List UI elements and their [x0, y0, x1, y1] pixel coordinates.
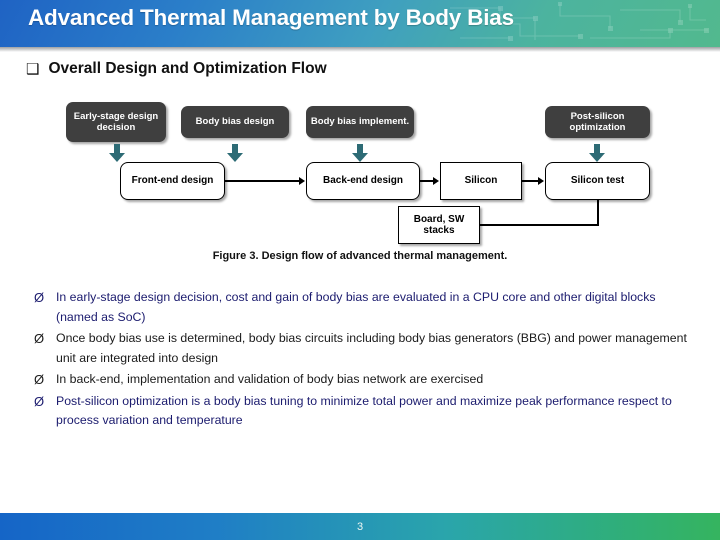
page-title: Advanced Thermal Management by Body Bias	[28, 5, 514, 30]
arrow-bullet-icon: Ø	[34, 372, 45, 387]
square-bullet-icon: ❑	[26, 60, 40, 78]
banner-shadow	[0, 47, 720, 52]
page-number: 3	[356, 520, 364, 533]
list-item: Ø Once body bias use is determined, body…	[34, 329, 689, 368]
arrow-bullet-icon: Ø	[34, 331, 45, 346]
flow-box-back-end-design[interactable]: Back-end design	[306, 162, 420, 200]
down-arrow-icon-body-bias-design	[227, 144, 243, 162]
connector-board-horizontal	[480, 224, 599, 226]
figure-caption: Figure 3. Design flow of advanced therma…	[212, 250, 508, 262]
down-arrow-icon-post-silicon	[589, 144, 605, 162]
flow-box-board-sw-stacks[interactable]: Board, SW stacks	[398, 206, 480, 244]
list-item-text: Post-silicon optimization is a body bias…	[56, 393, 672, 428]
connector-board-vertical	[597, 200, 599, 225]
list-item-text: Once body bias use is determined, body b…	[56, 331, 687, 365]
flow-box-post-silicon-optimization[interactable]: Post-silicon optimization	[545, 106, 650, 138]
bullet-list: Ø In early-stage design decision, cost a…	[34, 288, 689, 433]
flow-box-early-stage-design-decision[interactable]: Early-stage design decision	[66, 102, 166, 142]
flow-box-body-bias-design[interactable]: Body bias design	[181, 106, 289, 138]
list-item: Ø Post-silicon optimization is a body bi…	[34, 392, 689, 431]
list-item-text: In early-stage design decision, cost and…	[56, 290, 656, 324]
arrow-bullet-icon: Ø	[34, 290, 45, 305]
flow-box-front-end-design[interactable]: Front-end design	[120, 162, 225, 200]
footer-bar: 3	[0, 513, 720, 540]
down-arrow-icon-body-bias-implement	[352, 144, 368, 162]
flow-box-silicon-test[interactable]: Silicon test	[545, 162, 650, 200]
title-banner: Advanced Thermal Management by Body Bias	[0, 0, 720, 47]
list-item: Ø In back-end, implementation and valida…	[34, 370, 689, 390]
connector-silicon-to-silicon-test	[522, 180, 539, 182]
connector-frontend-to-backend	[225, 180, 300, 182]
arrow-bullet-icon: Ø	[34, 393, 45, 409]
section-heading: ❑ Overall Design and Optimization Flow	[26, 60, 327, 78]
flow-box-silicon[interactable]: Silicon	[440, 162, 522, 200]
list-item-text: In back-end, implementation and validati…	[56, 372, 484, 386]
design-flow-diagram: Early-stage design decision Body bias de…	[0, 96, 720, 246]
arrowhead-backend	[299, 177, 305, 185]
list-item: Ø In early-stage design decision, cost a…	[34, 288, 689, 327]
down-arrow-icon-early-stage	[109, 144, 125, 162]
connector-backend-to-silicon	[420, 180, 434, 182]
arrowhead-silicon	[433, 177, 439, 185]
flow-box-body-bias-implement[interactable]: Body bias implement.	[306, 106, 414, 138]
section-heading-label: Overall Design and Optimization Flow	[48, 60, 327, 77]
arrowhead-silicon-test	[538, 177, 544, 185]
